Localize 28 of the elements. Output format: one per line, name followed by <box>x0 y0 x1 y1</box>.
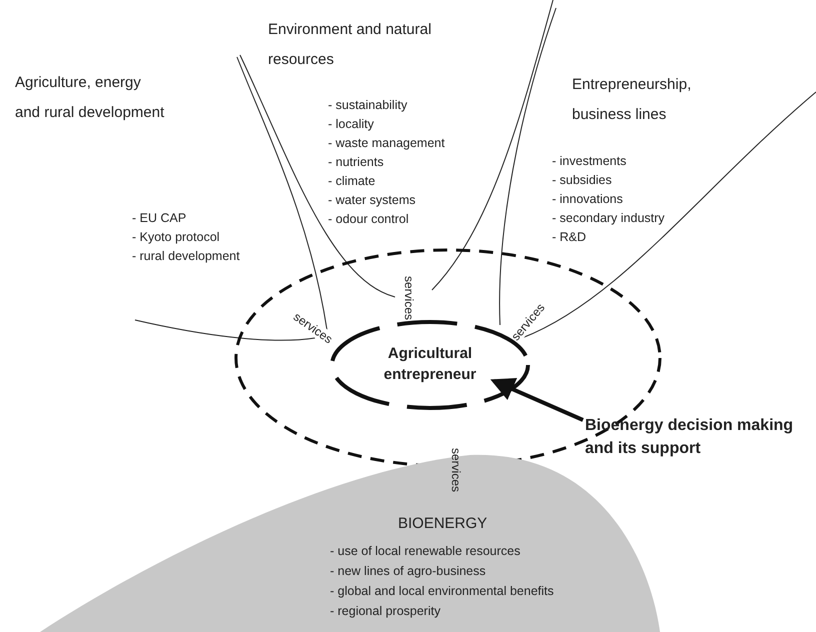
list-item: - water systems <box>328 192 416 209</box>
list-item: - investments <box>552 153 626 170</box>
list-item: - regional prosperity <box>330 603 440 620</box>
callout-text: Bioenergy decision making and its support <box>585 416 794 459</box>
list-item: - use of local renewable resources <box>330 543 520 560</box>
list-item: - nutrients <box>328 154 384 171</box>
list-item: - new lines of agro-business <box>330 563 486 580</box>
group-heading: Entrepreneurship, business lines <box>572 75 692 125</box>
list-item: - climate <box>328 173 376 190</box>
list-item: - Kyoto protocol <box>132 229 220 246</box>
list-item: - rural development <box>132 248 240 265</box>
list-item: - innovations <box>552 191 623 208</box>
node-label: Agricultural entrepreneur <box>382 344 478 385</box>
services-label: services <box>402 276 416 320</box>
list-item: - R&D <box>552 229 586 246</box>
list-item: - waste management <box>328 135 445 152</box>
list-item: - secondary industry <box>552 210 665 227</box>
services-label: services <box>449 448 463 492</box>
list-item: - EU CAP <box>132 210 186 227</box>
list-item: - global and local environmental benefits <box>330 583 554 600</box>
list-item: - odour control <box>328 211 409 228</box>
group-heading: Agriculture, energy and rural development <box>15 73 165 123</box>
list-item: - sustainability <box>328 97 408 114</box>
group-heading: Environment and natural resources <box>268 20 432 70</box>
list-item: - subsidies <box>552 172 612 189</box>
list-item: - locality <box>328 116 374 133</box>
arrow <box>490 378 584 422</box>
area-title: BIOENERGY <box>398 514 488 533</box>
